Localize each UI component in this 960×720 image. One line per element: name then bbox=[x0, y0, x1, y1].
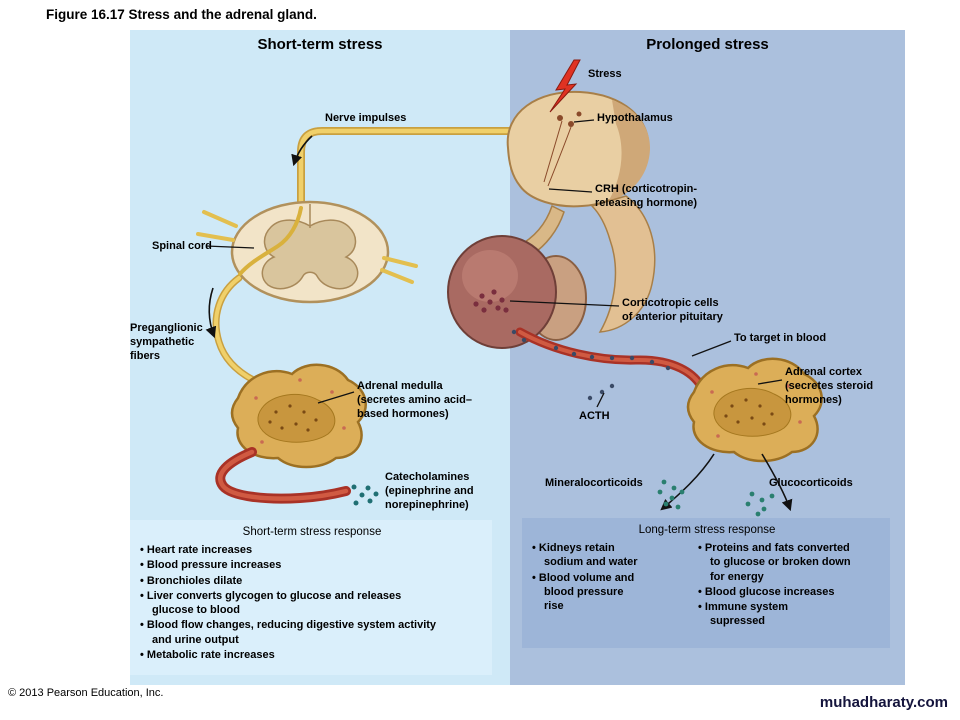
label-hypothalamus: Hypothalamus bbox=[597, 112, 673, 124]
label-catecholamines: Catecholamines (epinephrine and norepine… bbox=[385, 471, 474, 511]
label-crh: CRH (corticotropin- releasing hormone) bbox=[595, 183, 698, 209]
adrenal-gland-left-illustration bbox=[230, 363, 367, 469]
long-term-response-col2: • Proteins and fats converted to glucose… bbox=[698, 541, 882, 630]
bullet-item: • Kidneys retain sodium and water bbox=[532, 541, 638, 569]
short-term-response-box: Short-term stress response • Heart rate … bbox=[130, 520, 492, 675]
short-term-response-title: Short-term stress response bbox=[242, 526, 382, 538]
bullet-item: • Blood pressure increases bbox=[140, 559, 282, 572]
mineralocorticoid-dots bbox=[657, 479, 685, 510]
long-term-response-box: Long-term stress response • Kidneys reta… bbox=[522, 518, 890, 648]
blood-vessel-right bbox=[515, 327, 709, 397]
brain-hypothalamus-illustration bbox=[506, 90, 656, 333]
watermark-link[interactable]: muhadharaty.com bbox=[819, 694, 948, 711]
short-term-stress-heading: Short-term stress bbox=[257, 36, 383, 53]
label-corticotropic-cells: Corticotropic cells of anterior pituitar… bbox=[622, 297, 723, 323]
direction-arrows bbox=[205, 135, 313, 339]
bullet-item: • Immune system supressed bbox=[698, 601, 789, 628]
prolonged-stress-heading: Prolonged stress bbox=[646, 36, 769, 53]
leader-lines bbox=[205, 119, 783, 408]
copyright-notice: © 2013 Pearson Education, Inc. bbox=[8, 687, 164, 699]
glucocorticoid-dots bbox=[745, 491, 775, 517]
bullet-item: • Blood volume and blood pressure rise bbox=[532, 571, 635, 613]
label-acth: ACTH bbox=[579, 410, 610, 422]
bullet-item: • Blood glucose increases bbox=[698, 585, 835, 598]
long-term-response-col1: • Kidneys retain sodium and water• Blood… bbox=[532, 541, 682, 630]
bullet-item: • Liver converts glycogen to glucose and… bbox=[140, 589, 402, 617]
acth-dots bbox=[511, 329, 671, 401]
label-to-target-in-blood: To target in blood bbox=[734, 332, 827, 344]
bullet-item: • Blood flow changes, reducing digestive… bbox=[140, 619, 437, 646]
corticotropic-cells-dots bbox=[473, 289, 509, 313]
pituitary-gland-illustration bbox=[447, 235, 587, 349]
label-mineralocorticoids: Mineralocorticoids bbox=[545, 477, 643, 489]
hypothalamic-neurons bbox=[543, 111, 582, 187]
label-stress: Stress bbox=[588, 68, 622, 80]
stress-lightning-icon bbox=[549, 59, 581, 113]
label-adrenal-cortex: Adrenal cortex (secretes steroid hormone… bbox=[785, 366, 874, 406]
blood-vessel-left bbox=[215, 447, 351, 504]
figure-title: Figure 16.17 Stress and the adrenal glan… bbox=[46, 7, 317, 22]
sympathetic-nerve-pathway bbox=[212, 127, 557, 394]
label-glucocorticoids: Glucocorticoids bbox=[769, 477, 853, 489]
label-adrenal-medulla: Adrenal medulla (secretes amino acid– ba… bbox=[357, 380, 472, 420]
bullet-item: • Proteins and fats converted to glucose… bbox=[698, 541, 851, 583]
bullet-item: • Bronchioles dilate bbox=[140, 574, 243, 587]
bullet-item: • Heart rate increases bbox=[140, 543, 253, 556]
bullet-item: • Metabolic rate increases bbox=[140, 649, 275, 662]
catecholamine-dots bbox=[351, 484, 379, 506]
spinal-cord-illustration bbox=[196, 200, 418, 304]
label-spinal-cord: Spinal cord bbox=[152, 240, 212, 252]
short-term-response-list: • Heart rate increases • Blood pressure i… bbox=[140, 543, 484, 662]
long-term-response-title: Long-term stress response bbox=[638, 524, 776, 536]
adrenal-gland-right-illustration bbox=[686, 357, 823, 463]
label-preganglionic-fibers: Preganglionic sympathetic fibers bbox=[130, 322, 203, 362]
label-nerve-impulses: Nerve impulses bbox=[325, 112, 407, 124]
